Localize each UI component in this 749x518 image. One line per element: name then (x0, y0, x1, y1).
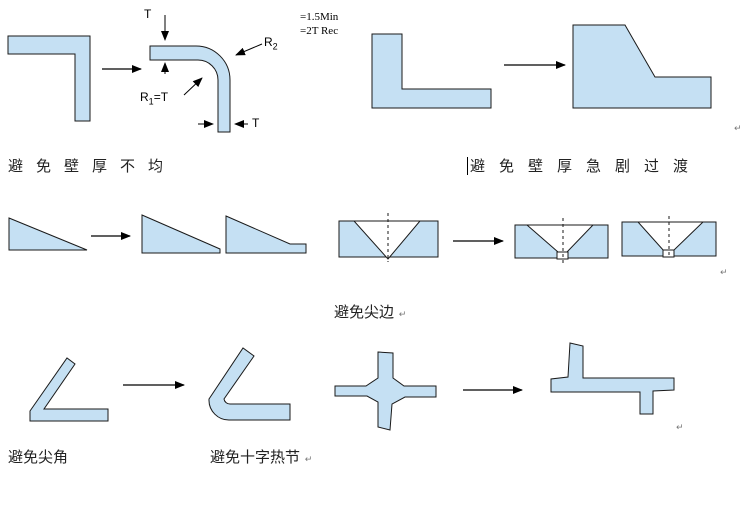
offset-junction-shape (550, 342, 675, 415)
blunt-wedge-1 (141, 214, 221, 254)
dim-t-side-label: T (252, 116, 260, 130)
sharp-corner-angle (29, 357, 109, 422)
blunt-wedge-2 (225, 215, 307, 254)
uniform-wall-bend-shape (149, 45, 231, 133)
rounded-corner-angle (208, 347, 291, 421)
dim-r1-equals: =T (153, 90, 169, 104)
uneven-wall-l-shape (7, 35, 91, 122)
caption-avoid-cross-hot-spot-text: 避免十字热节 (210, 448, 301, 466)
paragraph-mark: ↵ (676, 423, 684, 433)
paragraph-mark: ↵ (720, 268, 728, 278)
caption-avoid-cross-hot-spot: 避免十字热节 ↵ (210, 446, 312, 467)
note-line-1: =1.5Min (300, 11, 339, 23)
dim-r1-label: R1=T (140, 90, 168, 106)
dim-t-top-label: T (144, 7, 152, 21)
dim-r1-letter: R (140, 90, 149, 104)
groove-cut-sharp (352, 220, 422, 260)
note-line-2: =2T Rec (300, 25, 339, 37)
gradual-transition-block (572, 24, 712, 109)
caption-avoid-uneven-wall: 避免壁厚不均 (8, 157, 177, 175)
dim-r2-label: R2 (264, 35, 278, 51)
caption-avoid-sharp-corner: 避免尖角 (8, 448, 69, 466)
dim-r2-subscript: 2 (272, 41, 278, 52)
text-cursor (467, 157, 468, 175)
paragraph-mark: ↵ (398, 310, 407, 320)
dim-r1-leader (183, 77, 203, 96)
paragraph-mark: ↵ (734, 124, 742, 134)
caption-avoid-sharp-edge: 避免尖边 ↵ (334, 301, 406, 322)
dim-r1-subscript: 1 (148, 96, 154, 107)
cross-hot-spot-shape (334, 351, 437, 431)
wall-thickness-note: =1.5Min =2T Rec (300, 10, 338, 38)
dim-r2-leader (235, 43, 263, 56)
sharp-wedge-shape (8, 217, 88, 251)
caption-avoid-sharp-edge-text: 避免尖边 (334, 303, 395, 321)
caption-avoid-abrupt-wall-change: 避免壁厚急剧过渡 (470, 157, 703, 175)
dim-r2-letter: R (264, 35, 273, 49)
thick-l-block (371, 33, 492, 109)
paragraph-mark: ↵ (304, 455, 313, 465)
